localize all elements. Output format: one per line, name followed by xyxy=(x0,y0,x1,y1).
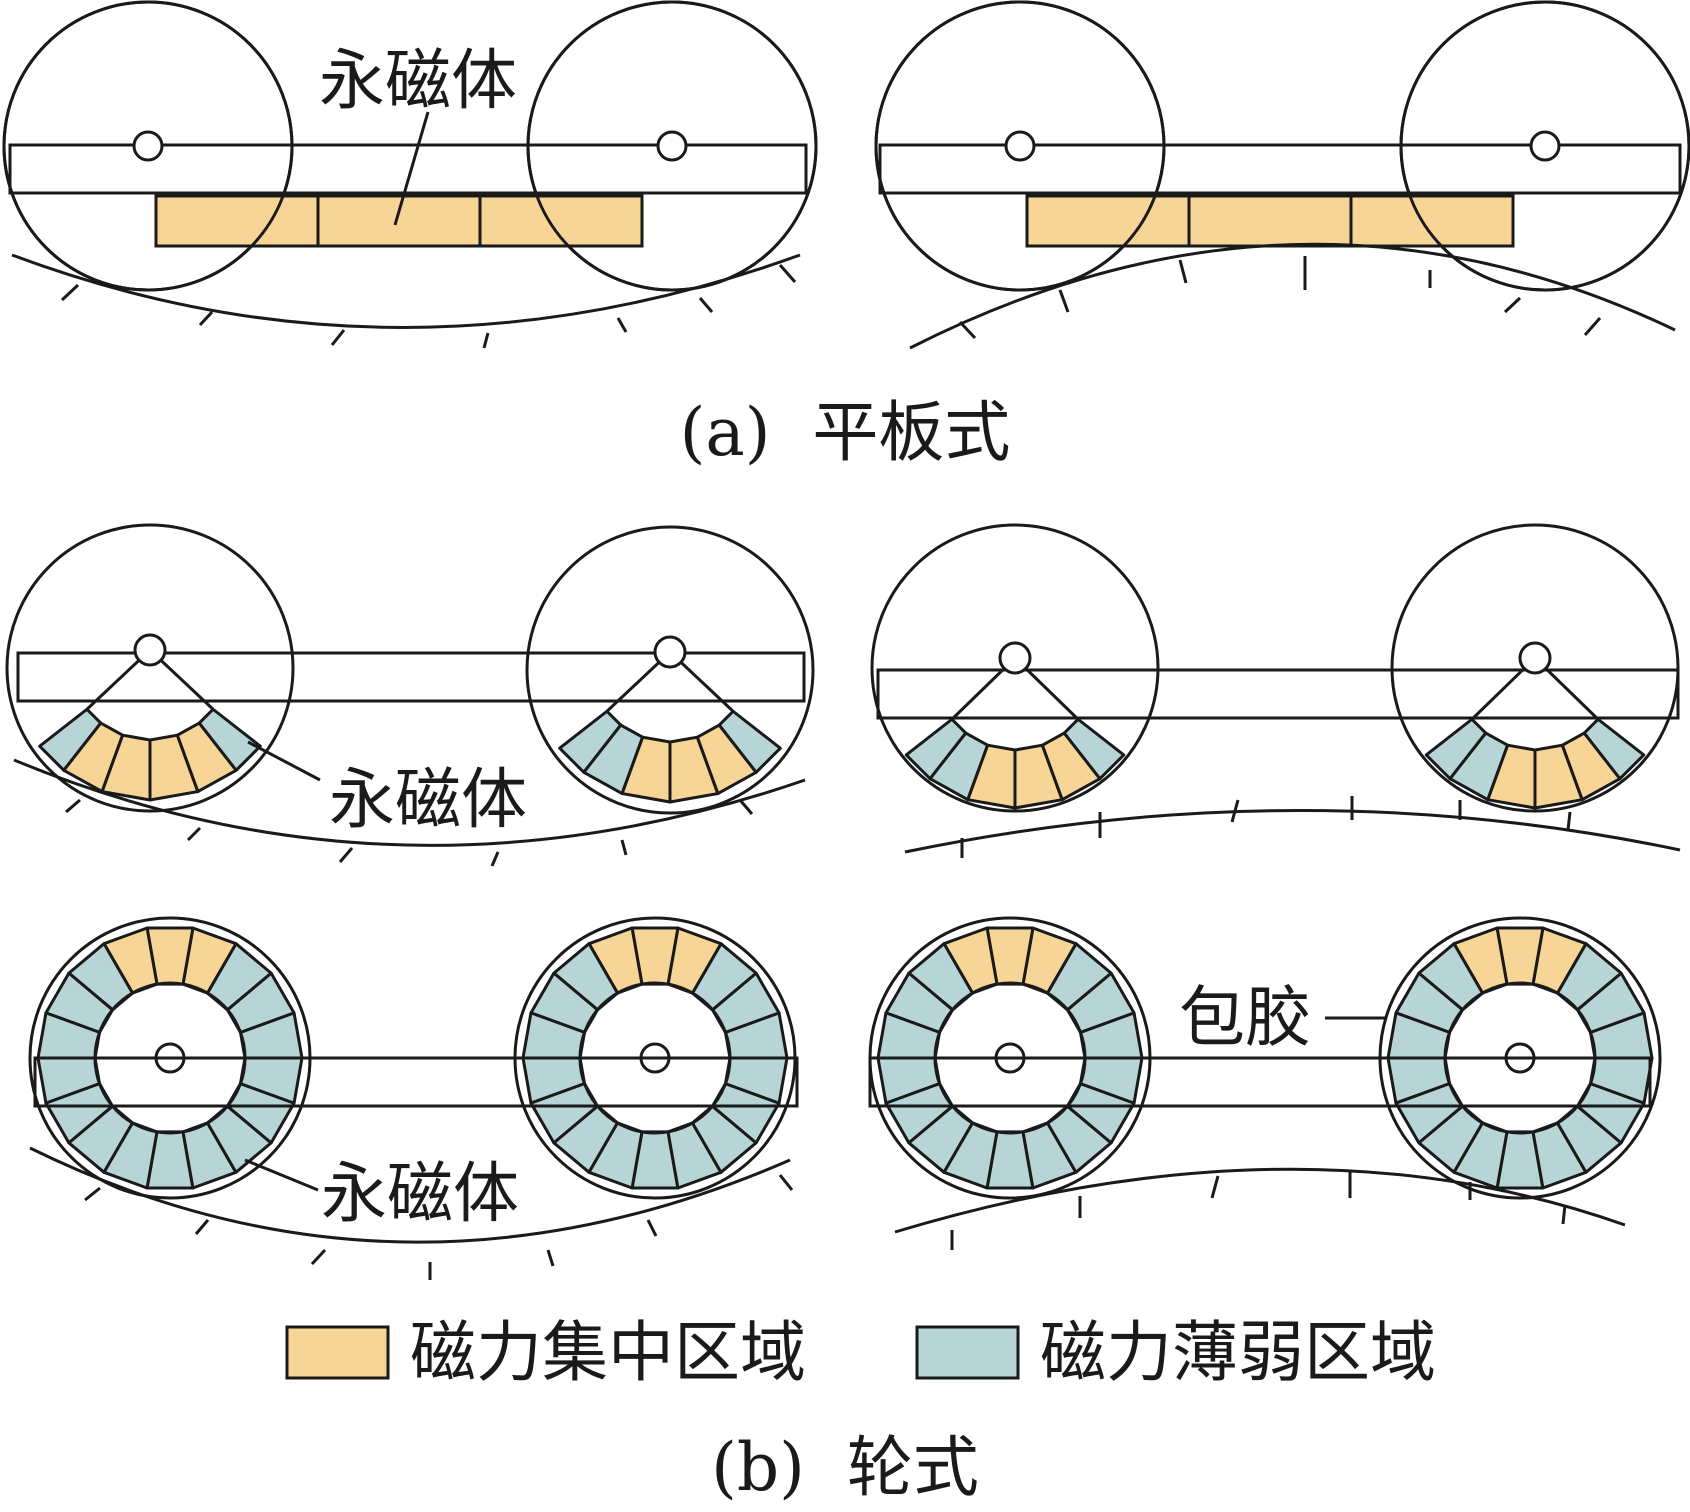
a-right-axle-2 xyxy=(1529,130,1561,162)
b1-left-ground-hatch-0 xyxy=(65,798,81,814)
b1-right-ground-hatch-2 xyxy=(1230,799,1240,823)
b2-right-body xyxy=(868,1056,1652,1108)
b1-left-magnet-2-seg-5 xyxy=(717,709,782,774)
b1-right-ground-hatch-5 xyxy=(1566,811,1572,831)
drawing-layer xyxy=(2,0,1690,1280)
b1-left-magnet-1-seg-5 xyxy=(197,707,262,772)
legend-label-strong: 磁力集中区域 xyxy=(410,1314,806,1391)
b1-left-axle-2 xyxy=(653,635,687,669)
magnet-label-b-top: 永磁体 xyxy=(329,761,527,838)
a-left-ground-hatch-3 xyxy=(482,332,490,349)
b1-right-axle-2 xyxy=(1518,641,1552,675)
b2-left-ground-hatch-0 xyxy=(84,1186,101,1202)
caption-b: (b) 轮式 xyxy=(711,1429,979,1506)
b1-left-ground xyxy=(13,758,806,847)
a-left-ground-hatch-6 xyxy=(778,264,797,283)
a-left-magnet-block-2 xyxy=(316,194,482,248)
b2-left-ground-hatch-1 xyxy=(194,1219,210,1235)
b1-left-axle-1 xyxy=(133,633,167,667)
b1-right-wheel-1 xyxy=(870,523,1160,813)
b1-left-ground-hatch-2 xyxy=(338,847,354,863)
a-right-ground-hatch-0 xyxy=(958,320,977,340)
a-left-axle-1 xyxy=(132,130,164,162)
b2-left-ground-hatch-2 xyxy=(310,1248,327,1266)
b1-left-ground-hatch-3 xyxy=(490,851,500,867)
rubber-label: 包胶 xyxy=(1179,979,1311,1056)
a-left-ground-hatch-5 xyxy=(698,297,714,313)
b2-magnet-leader xyxy=(244,1158,319,1192)
magnet-label-b-bottom: 永磁体 xyxy=(321,1155,519,1232)
a-right-ground xyxy=(909,242,1676,350)
b2-right-ground xyxy=(894,1167,1626,1234)
b1-magnet-leader xyxy=(247,740,321,782)
a-right-wheel-1-outline xyxy=(874,0,1166,292)
a-right-ground-hatch-5 xyxy=(1503,296,1522,314)
b1-left-ground-hatch-1 xyxy=(186,826,202,842)
legend-label-weak: 磁力薄弱区域 xyxy=(1040,1314,1436,1391)
a-left-ground-hatch-0 xyxy=(60,283,80,302)
b2-left-ground-hatch-4 xyxy=(546,1249,555,1267)
b1-left-wheel-2 xyxy=(525,525,815,815)
a-left-wheel-1-outline xyxy=(2,0,294,292)
a-right-axle-1 xyxy=(1004,130,1036,162)
a-right-magnet-block-2 xyxy=(1187,194,1353,248)
b1-left-ground-hatch-4 xyxy=(620,839,628,856)
a-right-ground-hatch-6 xyxy=(1583,317,1602,336)
a-left-body xyxy=(8,143,808,195)
a-right-wheel-2-outline xyxy=(1399,0,1690,292)
b2-left-body xyxy=(33,1056,799,1108)
b1-right-body xyxy=(876,668,1680,720)
a-right-magnet-block-3 xyxy=(1349,194,1515,248)
legend-swatch-weak xyxy=(915,1325,1020,1380)
a-right-ground-hatch-2 xyxy=(1178,259,1188,284)
b1-right-wheel-2 xyxy=(1390,523,1680,813)
b2-left-ground xyxy=(29,1146,791,1244)
a-left-ground-hatch-2 xyxy=(330,329,346,346)
b1-left-body xyxy=(16,651,806,703)
a-left-ground-hatch-4 xyxy=(616,317,628,333)
a-left-ground-hatch-1 xyxy=(198,310,214,327)
b2-right-ground-hatch-2 xyxy=(1210,1175,1220,1199)
b2-left-ground-hatch-5 xyxy=(646,1219,658,1237)
b1-left-wheel-1 xyxy=(5,523,295,813)
b1-right-ground xyxy=(904,809,1681,854)
caption-a: (a) 平板式 xyxy=(680,394,1011,471)
magnet-label-a: 永磁体 xyxy=(319,42,517,119)
a-left-wheel-2-outline xyxy=(526,0,818,292)
a-right-magnet-block-1 xyxy=(1025,194,1191,248)
a-right-body xyxy=(878,143,1682,195)
a-left-magnet-block-1 xyxy=(154,194,320,248)
b2-right-ground-hatch-5 xyxy=(1561,1204,1567,1225)
a-right-ground-hatch-1 xyxy=(1058,289,1070,313)
b1-left-ground-hatch-5 xyxy=(738,799,754,815)
legend: 磁力集中区域 磁力薄弱区域 xyxy=(285,1314,1436,1391)
b1-right-axle-1 xyxy=(998,641,1032,675)
b2-left-ground-hatch-6 xyxy=(778,1174,794,1191)
a-left-ground xyxy=(11,253,801,329)
a-magnet-leader xyxy=(393,111,430,226)
a-left-axle-2 xyxy=(656,130,688,162)
legend-swatch-strong xyxy=(285,1325,390,1380)
